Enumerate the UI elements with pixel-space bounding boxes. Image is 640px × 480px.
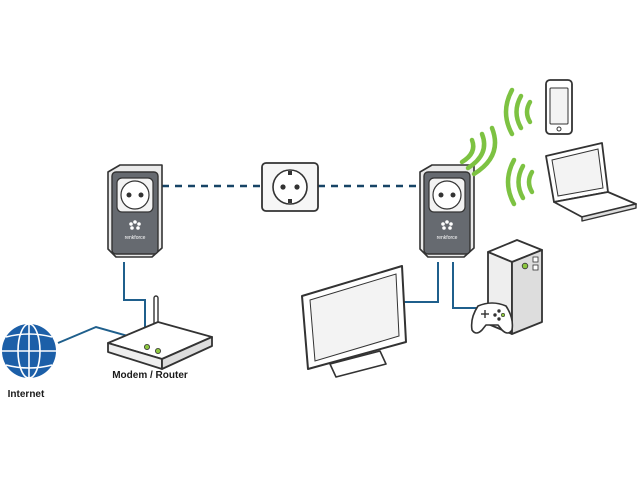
laptop-icon [545, 142, 637, 222]
wifi-signal-icon [459, 125, 498, 177]
globe-icon [2, 323, 56, 379]
internet-label: Internet [8, 389, 45, 400]
router-led-icon [143, 343, 150, 350]
game-console-icon [487, 239, 543, 335]
gamepad-icon [470, 302, 514, 334]
tv-icon [301, 265, 407, 378]
smartphone-icon [545, 79, 573, 135]
connections [57, 184, 492, 344]
router-led-icon [154, 347, 161, 354]
adapter-brand-label: renkforce [125, 235, 146, 241]
cable-adapter-console [452, 262, 492, 309]
router-icon [107, 295, 213, 370]
flower-logo-icon [129, 220, 141, 230]
wifi-signal-icon [505, 157, 535, 207]
modem-router-label: Modem / Router [112, 370, 188, 381]
wall-socket-icon [261, 162, 319, 212]
powerline-adapter-right: renkforce [419, 164, 475, 258]
cable-internet-router [57, 325, 129, 344]
cable-adapter-router [123, 262, 146, 330]
cable-adapter-tv [402, 262, 439, 303]
adapter-brand-label: renkforce [437, 235, 458, 241]
flower-logo-icon [441, 220, 453, 230]
wifi-signal-icon [503, 87, 533, 137]
powerline-adapter-left: renkforce [107, 164, 163, 258]
